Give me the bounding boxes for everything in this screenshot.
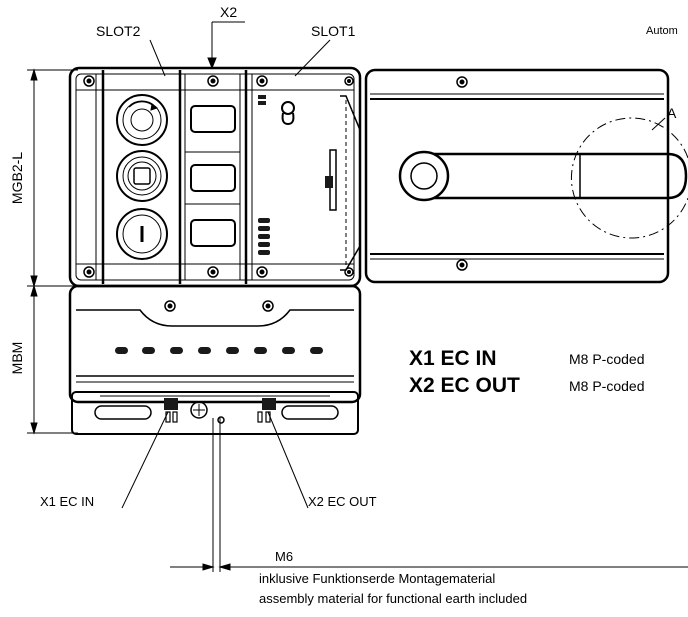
start-button-icon [116, 208, 168, 260]
m6-label: M6 [275, 549, 293, 564]
x1-ec-in-callout: X1 EC IN [40, 494, 94, 509]
screw-icon [456, 259, 468, 271]
x1-connector-icon [164, 398, 178, 423]
screw-icon [83, 266, 95, 278]
emergency-stop-icon [116, 94, 168, 146]
screw-icon [207, 75, 219, 87]
ground-screw-icon [190, 401, 225, 424]
x2-m8-label: M8 P-coded [569, 378, 644, 394]
led-indicator-row [115, 347, 323, 354]
screw-icon [344, 267, 354, 277]
slot2-label: SLOT2 [96, 23, 141, 39]
note-german: inklusive Funktionserde Montagematerial [259, 571, 495, 586]
x1-ec-in-heading: X1 EC IN [409, 347, 497, 370]
x2-ec-out-callout: X2 EC OUT [308, 494, 377, 509]
screw-icon [344, 76, 354, 86]
note-english: assembly material for functional earth i… [259, 591, 527, 606]
x2-slot-windows [185, 105, 240, 247]
leader-lines [121, 21, 666, 509]
keyhole-icon [281, 101, 295, 126]
mgb2l-housing [68, 66, 362, 288]
x1-m8-label: M8 P-coded [569, 351, 644, 367]
dimension-mgb2l [27, 68, 78, 288]
mbm-dimension-label: MBM [9, 342, 25, 375]
detail-a-label: A [667, 105, 677, 121]
screw-icon [256, 266, 268, 278]
dimension-mbm [27, 284, 78, 435]
door-handle-part [364, 68, 688, 284]
screw-icon [256, 75, 268, 87]
screw-icon [164, 300, 176, 312]
screw-icon [456, 76, 468, 88]
detail-a-circle [571, 117, 688, 239]
mbm-module [68, 284, 362, 404]
mgb2l-dimension-label: MGB2-L [9, 152, 25, 204]
x2-ec-out-heading: X2 EC OUT [409, 374, 520, 397]
dimension-m6 [170, 418, 688, 572]
slot2-controls [116, 94, 168, 260]
handle-icon [398, 150, 688, 202]
screw-icon [83, 75, 95, 87]
mounting-plate [71, 391, 359, 435]
screw-icon [262, 300, 274, 312]
slot1-label: SLOT1 [311, 23, 356, 39]
x2-label: X2 [220, 4, 237, 20]
slot1-area [258, 95, 295, 255]
stop-button-icon [116, 150, 168, 202]
top-right-label: Autom [646, 25, 678, 37]
housing-screws [83, 75, 354, 278]
screw-icon [207, 266, 219, 278]
